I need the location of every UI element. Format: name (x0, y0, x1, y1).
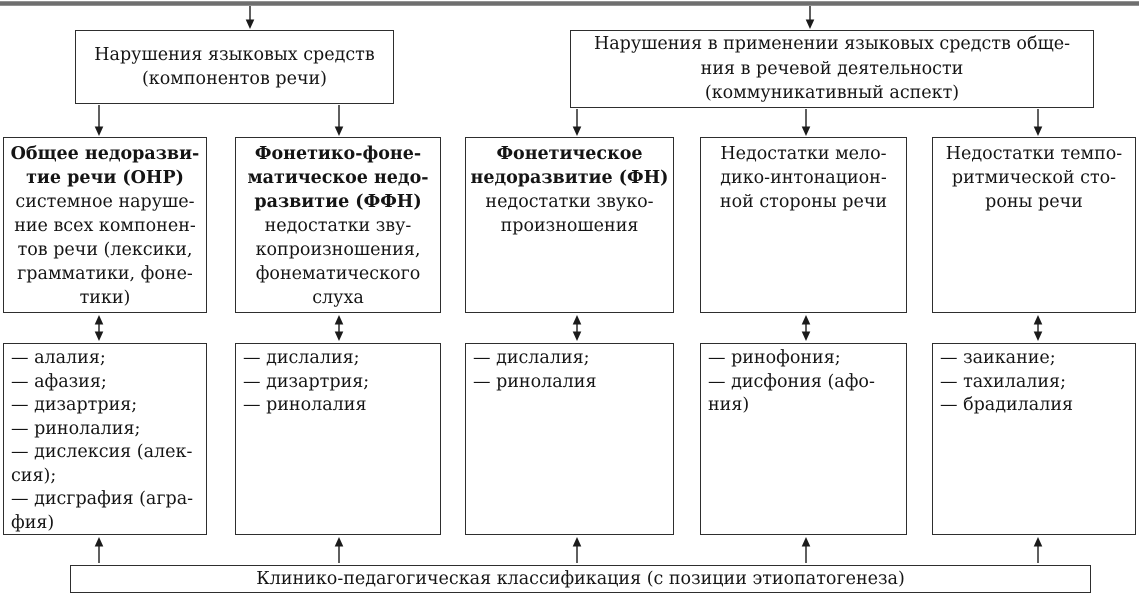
arrow-down (94, 105, 104, 136)
box-communication-aspect-text: Нарушения в применении языковых средств … (593, 34, 1071, 104)
list-box-melodic-items: — ринофония; — дисфония (афо- ния) (708, 348, 875, 415)
box-fn-description: недостатки звуко- произношения (485, 192, 654, 236)
box-ffn: Фонетико-фоне- матическое недо- развитие… (235, 137, 441, 313)
list-box-ffn: — дислалия; — дизартрия; — ринолалия (235, 343, 441, 535)
box-ffn-title: Фонетико-фоне- матическое недо- развитие… (247, 144, 429, 212)
clinical-classification-text: Клинико-педагогическая классификация (с … (256, 569, 905, 589)
box-language-means-text: Нарушения языковых средств (компонентов … (94, 44, 375, 90)
arrow-down (801, 109, 811, 136)
box-fn-title: Фонетическое недоразвитие (ФН) (470, 144, 669, 188)
box-tempo-rhythm: Недостатки темпо- ритмической сто- роны … (932, 137, 1136, 313)
clinical-classification-bar: Клинико-педагогическая классификация (с … (70, 565, 1091, 593)
box-onr: Общее недоразви- тие речи (ОНР) системно… (3, 137, 207, 313)
box-language-means: Нарушения языковых средств (компонентов … (75, 30, 394, 104)
list-box-fn: — дислалия; — ринолалия (465, 343, 674, 535)
arrow-both (572, 315, 582, 341)
box-onr-description: системное наруше- ние всех компонен- тов… (14, 192, 196, 308)
box-tempo-rhythm-description: Недостатки темпо- ритмической сто- роны … (945, 144, 1123, 212)
arrow-up (334, 537, 344, 563)
arrow-up (1033, 537, 1043, 563)
arrow-both (1033, 315, 1043, 341)
box-melodic-intonation-description: Недостатки мело- дико-интонацион- ной ст… (719, 144, 888, 212)
arrow-both (801, 315, 811, 341)
arrow-both (94, 315, 104, 341)
arrow-down (1033, 109, 1043, 136)
box-melodic-intonation: Недостатки мело- дико-интонацион- ной ст… (700, 137, 907, 313)
arrow-up (94, 537, 104, 563)
arrow-down (572, 109, 582, 136)
list-box-tempo: — заикание; — тахилалия; — брадилалия (932, 343, 1136, 535)
list-box-ffn-items: — дислалия; — дизартрия; — ринолалия (243, 348, 370, 415)
list-box-onr-items: — алалия; — афазия; — дизартрия; — ринол… (11, 348, 194, 533)
box-fn: Фонетическое недоразвитие (ФН) недостатк… (465, 137, 674, 313)
list-box-tempo-items: — заикание; — тахилалия; — брадилалия (940, 348, 1074, 415)
list-box-onr: — алалия; — афазия; — дизартрия; — ринол… (3, 343, 207, 535)
box-onr-title: Общее недоразви- тие речи (ОНР) (10, 144, 200, 188)
arrow-up (572, 537, 582, 563)
arrow-down (334, 105, 344, 136)
box-ffn-description: недостатки зву- копроизношения, фонемати… (255, 216, 421, 308)
arrow-down (245, 6, 255, 29)
arrow-up (801, 537, 811, 563)
arrow-both (334, 315, 344, 341)
list-box-melodic: — ринофония; — дисфония (афо- ния) (700, 343, 907, 535)
box-communication-aspect: Нарушения в применении языковых средств … (570, 30, 1094, 108)
list-box-fn-items: — дислалия; — ринолалия (473, 348, 597, 392)
arrow-down (805, 6, 815, 29)
